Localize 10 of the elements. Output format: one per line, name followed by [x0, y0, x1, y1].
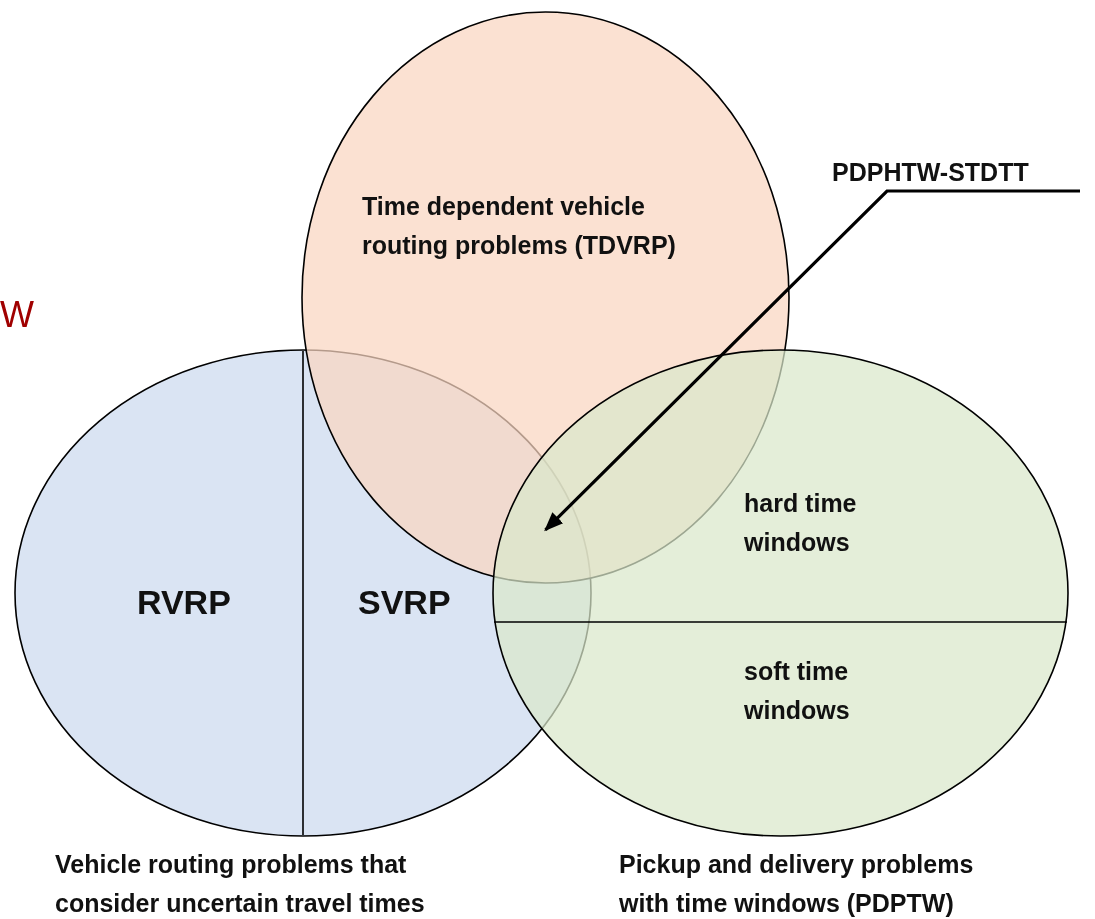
region-title: Vehicle routing problems that consider uncertain travel times — [55, 849, 426, 919]
callout-label: PDPHTW-STDTT — [832, 157, 1030, 188]
region-label: RVRP — [137, 582, 231, 623]
leader-arrow — [544, 189, 1080, 532]
region-title: Time dependent vehicle routing problems (TDVRP) — [362, 191, 677, 261]
cut-off-text: W — [0, 293, 34, 337]
region-title: Pickup and delivery problems with time windows (PDPTW) — [619, 849, 975, 919]
region-label: hard time windows — [744, 488, 858, 558]
region-label: soft time windows — [744, 656, 851, 726]
region-label: SVRP — [358, 582, 451, 623]
